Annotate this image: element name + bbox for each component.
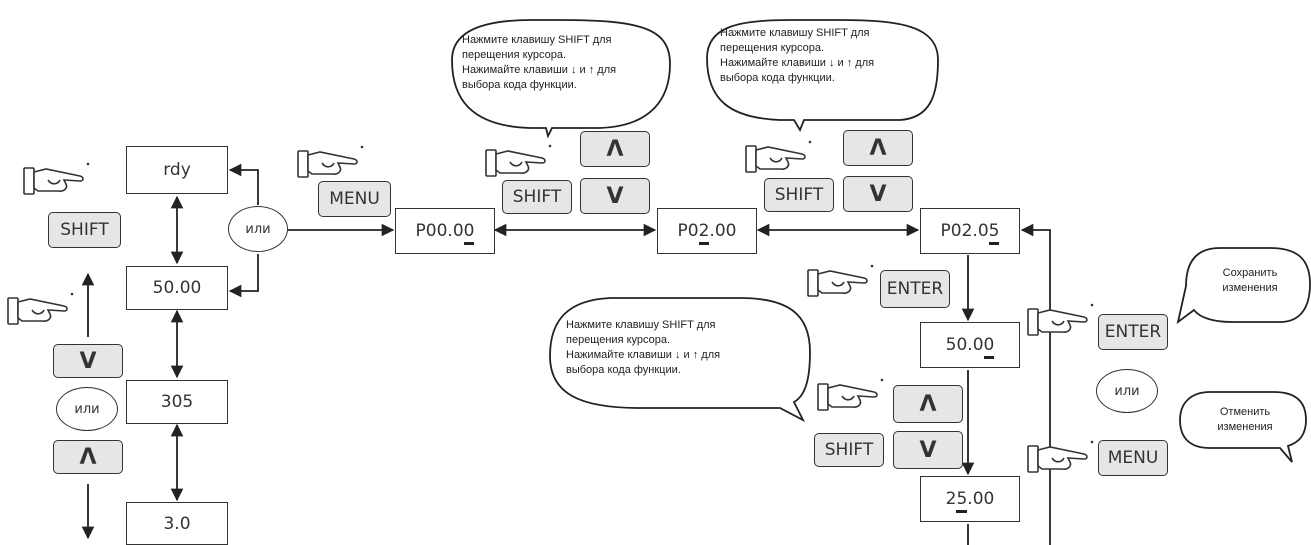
callout3-text: Нажмите клавишу SHIFT для перещения курс… xyxy=(566,318,720,378)
callout1-line: Нажмите клавишу SHIFT для xyxy=(462,34,612,46)
group2-shift-key[interactable]: SHIFT xyxy=(764,178,834,212)
v2500-text-tail: .00 xyxy=(967,489,995,509)
v2500-cursor-digit: 5 xyxy=(956,489,968,513)
callout-save-shape xyxy=(1176,247,1311,325)
p0205-cursor-digit: 5 xyxy=(988,221,1000,245)
group2-down-key[interactable]: V xyxy=(843,176,913,212)
menu-key[interactable]: MENU xyxy=(318,181,391,217)
callout-cancel-text: Отменить изменения xyxy=(1200,405,1290,435)
callout-cancel-line: изменения xyxy=(1217,421,1273,433)
p0205-text: P02.0 xyxy=(940,221,989,241)
callout3-line: Нажмите клавишу SHIFT для xyxy=(566,319,716,331)
callout1-text: Нажмите клавишу SHIFT для перещения курс… xyxy=(462,33,616,93)
hand-pointer-icon xyxy=(817,378,884,411)
group1-up-key[interactable]: Λ xyxy=(580,131,650,167)
callout3-line: Нажимайте клавиши ↓ и ↑ для xyxy=(566,349,721,361)
enter-key[interactable]: ENTER xyxy=(880,270,950,308)
right-menu-key[interactable]: MENU xyxy=(1098,440,1168,476)
callout3-shape xyxy=(549,297,811,423)
callout1-shape xyxy=(451,19,671,139)
group1-down-key[interactable]: V xyxy=(580,178,650,214)
group2-up-key[interactable]: Λ xyxy=(843,130,913,166)
hand-pointer-icon xyxy=(745,140,812,173)
callout-save-line: изменения xyxy=(1222,282,1278,294)
hand-pointer-icon xyxy=(7,292,74,325)
p0000-text: P00.0 xyxy=(415,221,464,241)
display-5000: 50.00 xyxy=(126,266,228,310)
callout2-line: выбора кода функции. xyxy=(720,72,835,84)
bracket-or-rdy xyxy=(228,163,259,205)
callout1-line: перещения курсора. xyxy=(462,49,567,61)
p0000-cursor-digit: 0 xyxy=(463,221,475,245)
p0200-text-tail: .00 xyxy=(709,221,737,241)
callout3-line: перещения курсора. xyxy=(566,334,671,346)
hand-pointer-icon xyxy=(807,264,874,297)
right-or-oval: или xyxy=(1096,369,1158,413)
callout3-line: выбора кода функции. xyxy=(566,364,681,376)
display-305: 305 xyxy=(126,380,228,424)
group3-down-key[interactable]: V xyxy=(893,431,963,469)
callout2-line: Нажимайте клавиши ↓ и ↑ для xyxy=(720,57,875,69)
group3-shift-key[interactable]: SHIFT xyxy=(814,433,884,467)
callout-save-line: Сохранить xyxy=(1222,267,1278,279)
callout-save-text: Сохранить изменения xyxy=(1210,266,1290,296)
callout-cancel-line: Отменить xyxy=(1219,406,1271,418)
left-or-oval: или xyxy=(56,387,118,431)
hand-pointer-icon xyxy=(23,162,90,195)
callout2-text: Нажмите клавишу SHIFT для перещения курс… xyxy=(720,26,874,86)
right-enter-key[interactable]: ENTER xyxy=(1098,314,1168,350)
callout1-line: Нажимайте клавиши ↓ и ↑ для xyxy=(462,64,617,76)
callout2-line: перещения курсора. xyxy=(720,42,825,54)
hand-pointer-icon xyxy=(1027,440,1094,473)
callout2-shape xyxy=(706,19,939,133)
bracket-or-5000 xyxy=(228,254,259,298)
p0200-cursor-digit: 2 xyxy=(698,221,710,245)
left-down-key[interactable]: V xyxy=(53,344,123,378)
hand-pointer-icon xyxy=(485,144,552,177)
callout1-line: выбора кода функции. xyxy=(462,79,577,91)
v2500-text: 2 xyxy=(945,489,957,509)
group1-shift-key[interactable]: SHIFT xyxy=(502,180,572,214)
left-up-key[interactable]: Λ xyxy=(53,440,123,474)
return-line xyxy=(1020,223,1051,545)
hand-pointer-icon xyxy=(297,145,364,178)
center-or-oval: или xyxy=(228,206,288,252)
v5000-text: 50.0 xyxy=(945,335,984,355)
callout-cancel-shape xyxy=(1179,391,1307,463)
display-rdy: rdy xyxy=(126,146,228,194)
display-30: 3.0 xyxy=(126,502,228,545)
group3-up-key[interactable]: Λ xyxy=(893,385,963,423)
p0200-text: P0 xyxy=(677,221,699,241)
hand-pointer-icon xyxy=(1027,303,1094,336)
callout2-line: Нажмите клавишу SHIFT для xyxy=(720,27,870,39)
left-shift-key[interactable]: SHIFT xyxy=(48,212,121,248)
v5000-cursor-digit: 0 xyxy=(983,335,995,359)
